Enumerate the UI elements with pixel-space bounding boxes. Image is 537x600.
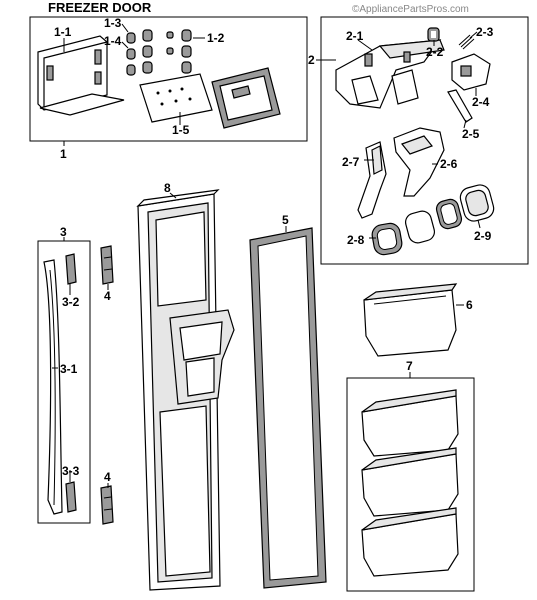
part-1-control-panel[interactable]	[211, 67, 281, 129]
part-2-9-gasket[interactable]	[458, 183, 496, 224]
part-2-7-paddle[interactable]	[357, 141, 387, 219]
label-1-2: 1-2	[207, 31, 225, 45]
part-3-2-handle-cap-top[interactable]	[65, 253, 77, 285]
label-5: 5	[282, 213, 289, 227]
label-4-lower: 4	[104, 470, 111, 484]
label-1-3: 1-3	[104, 16, 122, 30]
label-7: 7	[406, 359, 413, 373]
label-2: 2	[308, 53, 315, 67]
label-4-upper: 4	[104, 289, 111, 303]
part-1-5-plate[interactable]	[139, 73, 213, 123]
label-2-4: 2-4	[472, 95, 490, 109]
label-2-9: 2-9	[474, 229, 492, 243]
label-2-1: 2-1	[346, 29, 364, 43]
part-1-2-clips[interactable]	[166, 29, 192, 74]
part-2-1-dispenser-housing[interactable]	[335, 39, 445, 109]
part-1-3-caps[interactable]	[126, 29, 153, 76]
part-6-upper-bin[interactable]	[363, 283, 458, 357]
group-2-box	[320, 16, 529, 265]
label-2-3: 2-3	[476, 25, 494, 39]
label-3-3: 3-3	[62, 464, 80, 478]
group-3-box	[37, 240, 91, 524]
part-2-3-spring[interactable]	[458, 34, 475, 50]
part-3-1-handle[interactable]	[43, 259, 63, 515]
label-1-4: 1-4	[104, 34, 122, 48]
label-2-6: 2-6	[440, 157, 458, 171]
leader-lines	[52, 23, 481, 488]
label-3: 3	[60, 225, 67, 239]
label-2-2: 2-2	[426, 45, 444, 59]
part-2-8-gasket-set[interactable]	[371, 198, 464, 257]
part-7-door-bin-middle[interactable]	[361, 447, 459, 517]
watermark: ©AppliancePartsPros.com	[352, 4, 469, 15]
part-1-1-bracket[interactable]	[37, 35, 125, 116]
part-2-2-cap[interactable]	[427, 27, 440, 42]
label-2-8: 2-8	[347, 233, 365, 247]
group-1-box	[29, 16, 308, 142]
label-3-2: 3-2	[62, 295, 80, 309]
part-2-4-motor[interactable]	[451, 53, 491, 91]
label-8: 8	[164, 181, 171, 195]
part-3-3-handle-cap-bottom[interactable]	[65, 481, 77, 513]
part-7-door-bin-bottom[interactable]	[361, 507, 459, 577]
label-3-1: 3-1	[60, 362, 78, 376]
part-5-door-gasket[interactable]	[249, 227, 327, 589]
part-2-5-lever[interactable]	[447, 89, 473, 123]
part-4-hinge-upper[interactable]	[100, 245, 114, 285]
part-2-6-chute[interactable]	[393, 127, 445, 197]
diagram-title: FREEZER DOOR	[48, 0, 152, 15]
label-2-5: 2-5	[462, 127, 480, 141]
label-1: 1	[60, 147, 67, 161]
part-7-door-bin-top[interactable]	[361, 389, 459, 457]
label-1-5: 1-5	[172, 123, 190, 137]
label-2-7: 2-7	[342, 155, 360, 169]
part-4-hinge-lower[interactable]	[100, 485, 114, 525]
label-6: 6	[466, 298, 473, 312]
part-8-freezer-door[interactable]	[136, 189, 235, 591]
label-1-1: 1-1	[54, 25, 72, 39]
